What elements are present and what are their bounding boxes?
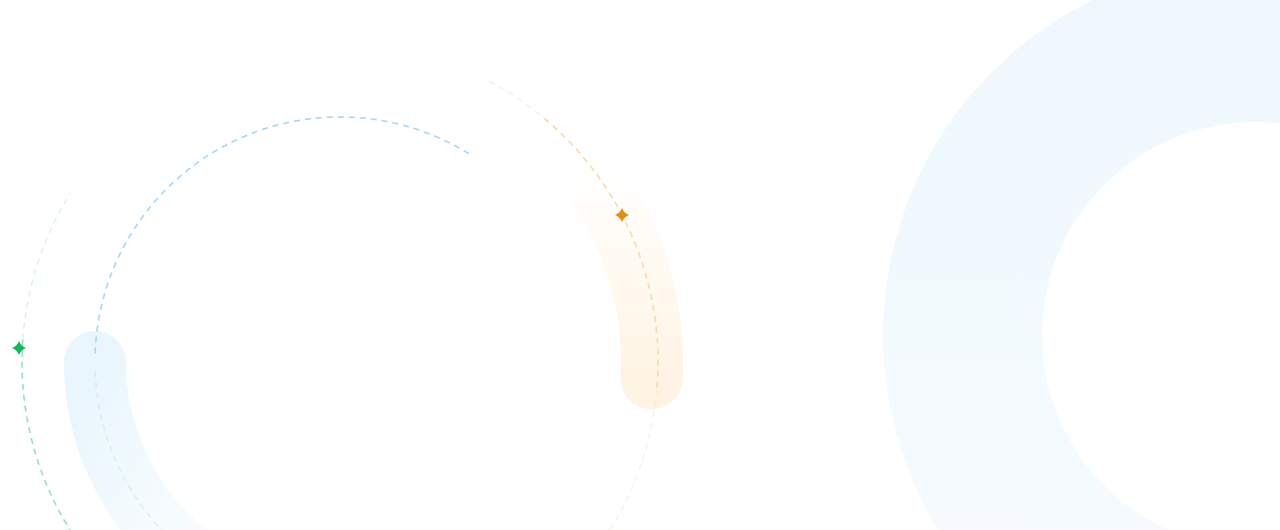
large-ring-shape <box>883 0 1280 530</box>
inner-orbit-dashed-arc-fade <box>94 370 163 530</box>
orbit-system <box>12 80 684 530</box>
inner-orbit-band-blue <box>64 331 208 530</box>
outer-orbit-dashed-arc-orange-fade-bottom <box>609 389 658 530</box>
large-ring-group <box>883 0 1280 530</box>
inner-orbit-dashed-arc <box>94 116 471 354</box>
outer-orbit-band-orange <box>554 138 684 410</box>
outer-orbit-dashed-arc-green-fade <box>22 193 71 340</box>
sparkle-icon-orange <box>615 208 629 222</box>
sparkle-icon-green <box>12 341 26 355</box>
outer-orbit-dashed-arc-orange-fade-top <box>488 80 545 119</box>
